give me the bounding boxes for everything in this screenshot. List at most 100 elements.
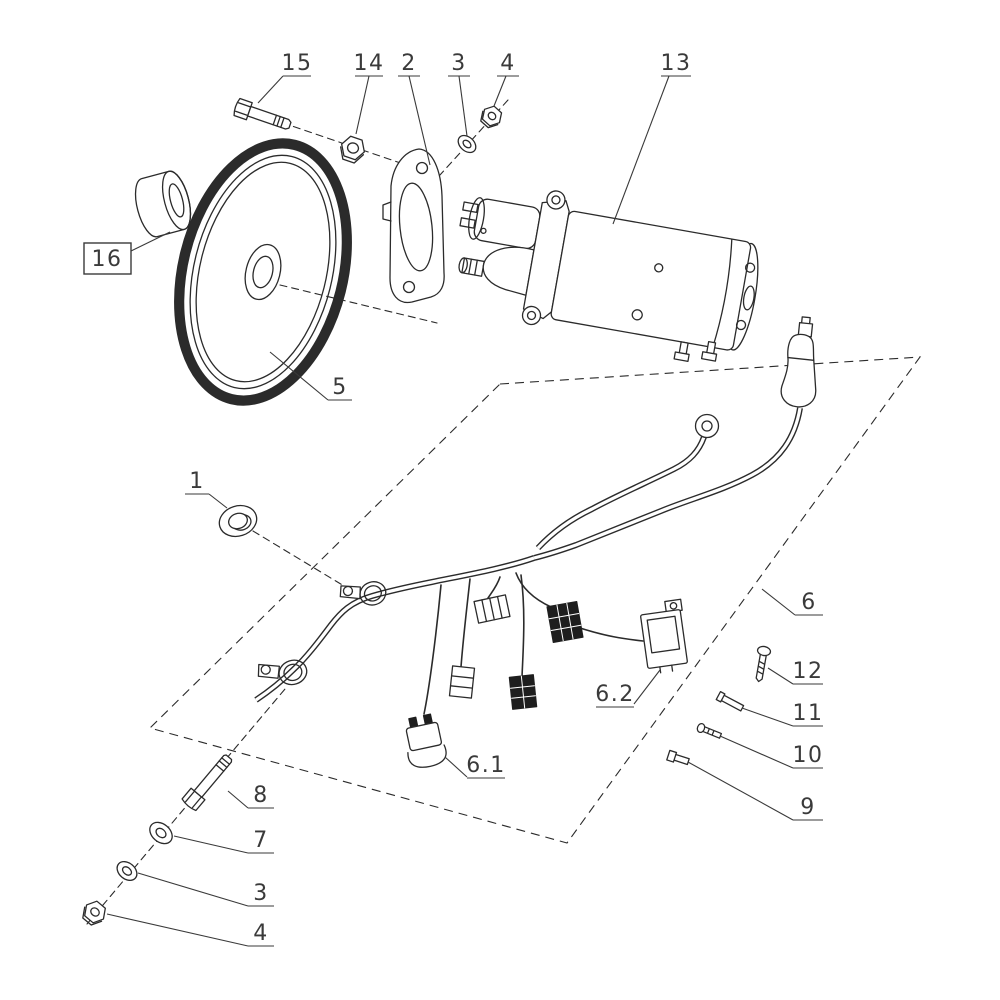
ground-cable <box>535 435 707 551</box>
hex-bolt-15 <box>233 97 292 130</box>
battery-terminal-boot <box>780 316 817 408</box>
branch-wire-2 <box>515 572 552 608</box>
hex-nut-4-top <box>480 105 503 129</box>
spacer-ring-1 <box>218 504 258 538</box>
axis-crankshaft <box>279 284 438 324</box>
cable-clamp-upper <box>339 581 387 606</box>
cable-clamp-lower <box>257 659 308 686</box>
leader-line <box>719 735 794 769</box>
leader-line <box>444 756 468 778</box>
connector-c <box>448 665 476 699</box>
leader-line <box>458 75 468 137</box>
callout-8: 8 <box>227 783 274 809</box>
leader-line <box>408 75 431 166</box>
washer-3-bottom <box>116 860 138 882</box>
leader-line <box>130 231 171 252</box>
leader-line <box>137 872 249 907</box>
callout-6-2: 6.2 <box>595 669 661 708</box>
fuse-holder-6-1 <box>405 713 447 768</box>
axis-spacer1 <box>252 530 350 590</box>
stud-9 <box>666 749 690 766</box>
branch-wire-3 <box>460 578 471 668</box>
part-number-label: 8 <box>253 783 269 808</box>
harness-boundary <box>148 356 922 844</box>
callout-5: 5 <box>269 351 352 401</box>
part-number-label: 6 <box>801 590 817 615</box>
connector-a <box>473 594 511 624</box>
callout-11: 11 <box>741 701 824 727</box>
callout-1: 1 <box>185 469 228 509</box>
branch-wire-4 <box>520 574 525 678</box>
callout-3-top: 3 <box>448 51 470 137</box>
callout-9: 9 <box>687 761 823 821</box>
part-number-label: 10 <box>793 743 824 768</box>
pin-11 <box>715 690 745 712</box>
part-number-label: 13 <box>661 51 692 76</box>
leader-line <box>227 790 249 809</box>
hex-nut-14 <box>340 135 365 164</box>
screw-12 <box>755 645 772 683</box>
leader-line <box>493 75 507 107</box>
part-number-label: 3 <box>451 51 467 76</box>
leader-line <box>761 588 796 616</box>
washer-3-top <box>457 134 477 154</box>
part-number-label: 3 <box>253 881 269 906</box>
leader-line <box>355 75 370 135</box>
callout-2: 2 <box>398 51 431 166</box>
part-number-label: 2 <box>401 51 417 76</box>
leader-line <box>767 667 794 685</box>
part-number-label: 11 <box>793 701 824 726</box>
part-number-label: 5 <box>332 375 348 400</box>
part-number-label: 1 <box>189 469 205 494</box>
leader-line <box>208 493 228 509</box>
leader-line <box>612 75 670 225</box>
callout-6-1: 6.1 <box>444 753 506 779</box>
part-number-label: 15 <box>282 51 313 76</box>
wiring-harness-6 <box>254 316 817 768</box>
callout-4-bottom: 4 <box>106 913 274 947</box>
starter-motor-13 <box>458 190 759 362</box>
flywheel-ring-gear-5 <box>174 138 352 406</box>
callout-3-bottom: 3 <box>137 872 274 907</box>
leader-line <box>633 669 661 705</box>
ring-terminal <box>694 413 720 439</box>
part-number-label: 6.1 <box>466 753 506 778</box>
battery-cable <box>533 407 803 561</box>
bushing-16 <box>134 170 192 238</box>
part-number-label: 4 <box>500 51 516 76</box>
callout-16: 16 <box>83 231 171 275</box>
leader-line <box>257 75 284 104</box>
axis-bolt8 <box>86 688 286 925</box>
part-number-label: 7 <box>253 828 269 853</box>
washer-7 <box>149 821 173 845</box>
callout-10: 10 <box>719 735 824 769</box>
hex-nut-4-bottom <box>82 900 106 926</box>
leader-line <box>741 707 794 727</box>
relay-6-2 <box>640 598 688 674</box>
label-box <box>83 242 132 275</box>
mounting-bracket-2 <box>382 148 445 304</box>
part-number-label: 6.2 <box>595 682 635 707</box>
callout-14: 14 <box>354 51 385 135</box>
callout-4-top: 4 <box>493 51 519 107</box>
part-number-label: 12 <box>793 659 824 684</box>
leader-line <box>687 761 794 821</box>
leader-line <box>173 835 249 854</box>
callout-6: 6 <box>761 588 823 616</box>
branch-wire-1 <box>487 576 501 599</box>
callout-13: 13 <box>612 51 692 225</box>
part-number-label: 16 <box>92 247 123 272</box>
branch-wire-6 <box>576 626 644 642</box>
screw-10 <box>696 722 723 739</box>
part-number-label: 4 <box>253 921 269 946</box>
part-number-label: 9 <box>800 795 816 820</box>
callout-7: 7 <box>173 828 274 854</box>
leader-line <box>106 913 249 947</box>
branch-wire-5 <box>423 584 442 715</box>
connector-b-dark <box>546 601 584 643</box>
part-number-label: 14 <box>354 51 385 76</box>
connector-d-dark <box>508 674 538 710</box>
hex-bolt-8 <box>181 754 233 812</box>
